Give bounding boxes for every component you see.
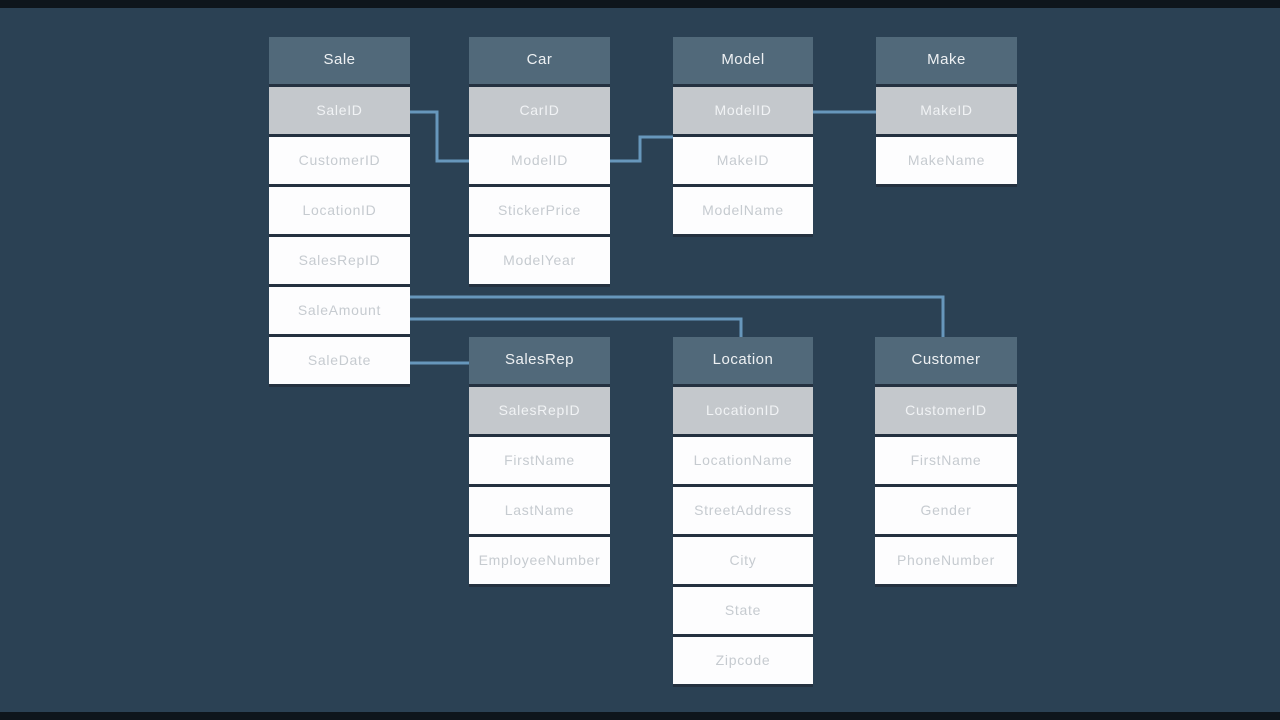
table-header-sale: Sale xyxy=(269,37,410,87)
field-row: LocationName xyxy=(673,437,813,487)
field-row: StickerPrice xyxy=(469,187,610,237)
table-header-car: Car xyxy=(469,37,610,87)
field-row: SaleDate xyxy=(269,337,410,387)
field-row: FirstName xyxy=(875,437,1017,487)
table-header-location: Location xyxy=(673,337,813,387)
field-row: StreetAddress xyxy=(673,487,813,537)
primary-key-row: ModelID xyxy=(673,87,813,137)
table-header-model: Model xyxy=(673,37,813,87)
field-row: PhoneNumber xyxy=(875,537,1017,587)
field-row: SalesRepID xyxy=(269,237,410,287)
field-row: FirstName xyxy=(469,437,610,487)
field-row: MakeName xyxy=(876,137,1017,187)
table-header-make: Make xyxy=(876,37,1017,87)
primary-key-row: SalesRepID xyxy=(469,387,610,437)
field-row: ModelID xyxy=(469,137,610,187)
table-header-customer: Customer xyxy=(875,337,1017,387)
table-header-salesrep: SalesRep xyxy=(469,337,610,387)
field-row: LocationID xyxy=(269,187,410,237)
field-row: Zipcode xyxy=(673,637,813,687)
primary-key-row: MakeID xyxy=(876,87,1017,137)
connector-sale-saleid-to-car xyxy=(400,110,477,163)
primary-key-row: CustomerID xyxy=(875,387,1017,437)
field-row: MakeID xyxy=(673,137,813,187)
letterbox-top xyxy=(0,0,1280,8)
field-row: ModelName xyxy=(673,187,813,237)
primary-key-row: CarID xyxy=(469,87,610,137)
letterbox-bottom xyxy=(0,712,1280,720)
primary-key-row: LocationID xyxy=(673,387,813,437)
field-row: SaleAmount xyxy=(269,287,410,337)
field-row: EmployeeNumber xyxy=(469,537,610,587)
field-row: LastName xyxy=(469,487,610,537)
field-row: CustomerID xyxy=(269,137,410,187)
primary-key-row: SaleID xyxy=(269,87,410,137)
field-row: State xyxy=(673,587,813,637)
connector-sale-to-customer xyxy=(400,295,945,341)
field-row: Gender xyxy=(875,487,1017,537)
field-row: City xyxy=(673,537,813,587)
connector-car-modelid-to-model xyxy=(602,135,681,163)
field-row: ModelYear xyxy=(469,237,610,287)
